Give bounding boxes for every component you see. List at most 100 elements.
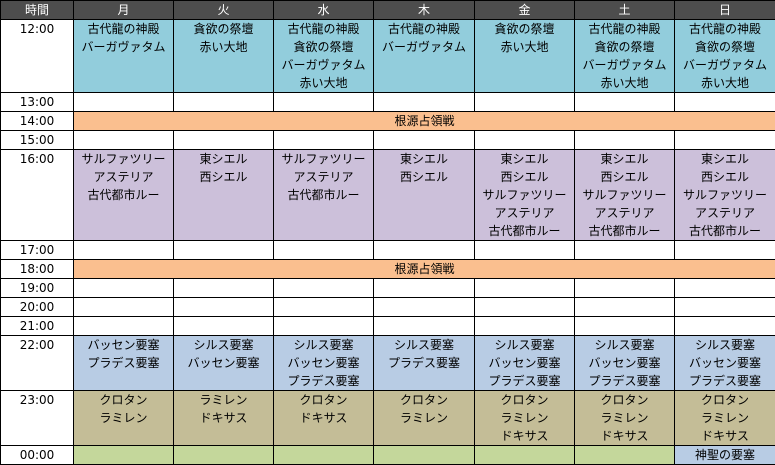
schedule-cell bbox=[374, 93, 475, 112]
schedule-cell bbox=[675, 279, 775, 298]
location-name: 東シエル bbox=[175, 150, 272, 168]
schedule-cell: 貪欲の祭壇赤い大地 bbox=[174, 20, 274, 93]
location-name: ドキサス bbox=[275, 409, 372, 427]
schedule-cell bbox=[74, 317, 174, 336]
location-name: 古代龍の神殿 bbox=[375, 20, 473, 38]
schedule-cell bbox=[475, 131, 575, 150]
schedule-cell bbox=[374, 279, 475, 298]
location-name: アステリア bbox=[576, 204, 673, 222]
location-name: バッセン要塞 bbox=[175, 354, 272, 372]
time-cell: 22:00 bbox=[1, 336, 74, 391]
location-name: バッセン要塞 bbox=[275, 354, 372, 372]
schedule-cell bbox=[675, 131, 775, 150]
location-name: 西シエル bbox=[676, 168, 774, 186]
time-cell: 21:00 bbox=[1, 317, 74, 336]
location-name: シルス要塞 bbox=[275, 336, 372, 354]
schedule-cell bbox=[675, 298, 775, 317]
location-name: 赤い大地 bbox=[676, 74, 774, 92]
schedule-cell: サルファツリーアステリア古代都市ルー bbox=[274, 150, 374, 241]
schedule-cell bbox=[475, 446, 575, 465]
table-row: 20:00 bbox=[1, 298, 775, 317]
location-name: ラミレン bbox=[375, 409, 473, 427]
location-name: 赤い大地 bbox=[576, 74, 673, 92]
schedule-cell bbox=[174, 298, 274, 317]
location-name: バッセン要塞 bbox=[576, 354, 673, 372]
schedule-cell bbox=[74, 241, 174, 260]
location-name: 西シエル bbox=[375, 168, 473, 186]
location-name: 貪欲の祭壇 bbox=[275, 38, 372, 56]
location-name: バーガヴァタム bbox=[275, 56, 372, 74]
location-name: プラデス要塞 bbox=[676, 372, 774, 390]
location-name: ドキサス bbox=[576, 427, 673, 445]
schedule-cell bbox=[575, 446, 675, 465]
location-name: プラデス要塞 bbox=[576, 372, 673, 390]
location-name: 古代都市ルー bbox=[476, 222, 573, 240]
location-name: 赤い大地 bbox=[476, 38, 573, 56]
header-time: 時間 bbox=[1, 1, 74, 20]
location-name: 古代都市ルー bbox=[676, 222, 774, 240]
schedule-cell bbox=[174, 131, 274, 150]
schedule-cell bbox=[475, 317, 575, 336]
location-name: バーガヴァタム bbox=[375, 38, 473, 56]
location-name: プラデス要塞 bbox=[375, 354, 473, 372]
header-day-thu: 木 bbox=[374, 1, 475, 20]
schedule-cell: 東シエル西シエル bbox=[374, 150, 475, 241]
location-name: サルファツリー bbox=[75, 150, 172, 168]
location-name: ラミレン bbox=[476, 409, 573, 427]
schedule-cell: ラミレンドキサス bbox=[174, 391, 274, 446]
location-name: 東シエル bbox=[576, 150, 673, 168]
location-name: クロタン bbox=[375, 391, 473, 409]
schedule-cell: シルス要塞バッセン要塞プラデス要塞 bbox=[274, 336, 374, 391]
location-name: 西シエル bbox=[576, 168, 673, 186]
location-name: プラデス要塞 bbox=[476, 372, 573, 390]
schedule-cell: シルス要塞バッセン要塞プラデス要塞 bbox=[475, 336, 575, 391]
location-name: 古代都市ルー bbox=[75, 186, 172, 204]
time-cell: 23:00 bbox=[1, 391, 74, 446]
location-name: ラミレン bbox=[175, 391, 272, 409]
schedule-cell: 古代龍の神殿貪欲の祭壇バーガヴァタム赤い大地 bbox=[274, 20, 374, 93]
schedule-cell bbox=[174, 446, 274, 465]
location-name: バッセン要塞 bbox=[476, 354, 573, 372]
schedule-cell bbox=[174, 93, 274, 112]
schedule-cell: シルス要塞プラデス要塞 bbox=[374, 336, 475, 391]
schedule-cell: 古代龍の神殿貪欲の祭壇バーガヴァタム赤い大地 bbox=[575, 20, 675, 93]
location-name: サルファツリー bbox=[275, 150, 372, 168]
location-name: 古代龍の神殿 bbox=[676, 20, 774, 38]
location-name: ドキサス bbox=[175, 409, 272, 427]
location-name: クロタン bbox=[476, 391, 573, 409]
location-name: クロタン bbox=[75, 391, 172, 409]
schedule-cell bbox=[575, 298, 675, 317]
schedule-cell bbox=[374, 298, 475, 317]
schedule-cell bbox=[74, 131, 174, 150]
schedule-cell bbox=[675, 241, 775, 260]
schedule-cell bbox=[274, 93, 374, 112]
location-name: シルス要塞 bbox=[676, 336, 774, 354]
location-name: ドキサス bbox=[676, 427, 774, 445]
schedule-cell bbox=[74, 93, 174, 112]
schedule-cell: 古代龍の神殿バーガヴァタム bbox=[374, 20, 475, 93]
header-day-mon: 月 bbox=[74, 1, 174, 20]
header-row: 時間 月 火 水 木 金 土 日 bbox=[1, 1, 775, 20]
location-name: 古代都市ルー bbox=[576, 222, 673, 240]
location-name: プラデス要塞 bbox=[275, 372, 372, 390]
schedule-cell bbox=[475, 93, 575, 112]
location-name: 西シエル bbox=[175, 168, 272, 186]
location-name: 東シエル bbox=[676, 150, 774, 168]
schedule-cell: シルス要塞バッセン要塞 bbox=[174, 336, 274, 391]
schedule-cell bbox=[274, 317, 374, 336]
location-name: サルファツリー bbox=[476, 186, 573, 204]
location-name: シルス要塞 bbox=[476, 336, 573, 354]
schedule-cell bbox=[374, 241, 475, 260]
schedule-cell bbox=[575, 317, 675, 336]
location-name: ラミレン bbox=[676, 409, 774, 427]
table-row: 21:00 bbox=[1, 317, 775, 336]
schedule-cell: クロタンドキサス bbox=[274, 391, 374, 446]
schedule-cell bbox=[274, 241, 374, 260]
schedule-cell bbox=[274, 131, 374, 150]
